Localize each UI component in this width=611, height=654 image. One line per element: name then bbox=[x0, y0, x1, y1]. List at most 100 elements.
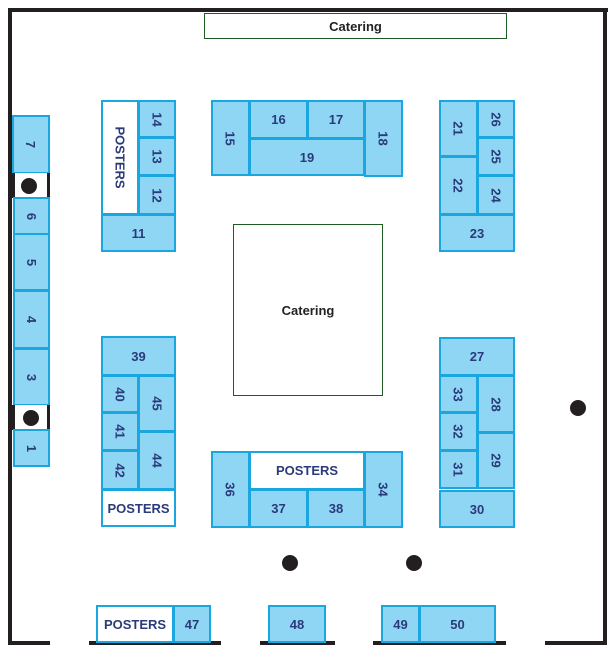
booth-label: 17 bbox=[328, 112, 344, 127]
booth-label: 38 bbox=[328, 501, 344, 516]
booth-48[interactable]: 48 bbox=[268, 605, 326, 643]
booth-42[interactable]: 42 bbox=[101, 450, 139, 490]
booth-26[interactable]: 26 bbox=[477, 100, 515, 138]
booth-label: 25 bbox=[488, 149, 504, 164]
booth-38[interactable]: 38 bbox=[307, 489, 365, 528]
booth-25[interactable]: 25 bbox=[477, 137, 515, 176]
booth-label: 4 bbox=[23, 315, 39, 324]
booth-49[interactable]: 49 bbox=[381, 605, 420, 643]
booth-label: 16 bbox=[271, 112, 286, 127]
booth-label: 14 bbox=[149, 111, 165, 127]
booth-37[interactable]: 37 bbox=[249, 489, 308, 528]
pillar-icon bbox=[21, 178, 37, 194]
booth-label: 47 bbox=[184, 616, 200, 632]
booth-label: 22 bbox=[451, 178, 466, 193]
booth-24[interactable]: 24 bbox=[477, 175, 515, 215]
booth-label: 49 bbox=[393, 616, 408, 632]
wall-bottom-segment bbox=[373, 641, 506, 645]
booth-18[interactable]: 18 bbox=[364, 100, 403, 177]
wall-top bbox=[8, 8, 608, 12]
wall-right bbox=[603, 8, 607, 645]
posters-area: POSTERS bbox=[101, 489, 176, 527]
wall-left bbox=[8, 8, 12, 645]
booth-15[interactable]: 15 bbox=[211, 100, 250, 176]
booth-7[interactable]: 7 bbox=[12, 115, 50, 174]
booth-label: 40 bbox=[112, 386, 128, 402]
booth-39[interactable]: 39 bbox=[101, 336, 176, 376]
booth-label: 39 bbox=[131, 348, 146, 364]
wall-bottom-segment bbox=[89, 641, 221, 645]
booth-label: 28 bbox=[488, 396, 504, 412]
booth-label: 24 bbox=[488, 187, 504, 203]
booth-17[interactable]: 17 bbox=[307, 100, 365, 139]
booth-label: 48 bbox=[289, 616, 305, 632]
booth-label: 33 bbox=[451, 386, 466, 402]
booth-label: 31 bbox=[451, 462, 466, 477]
booth-28[interactable]: 28 bbox=[477, 375, 515, 433]
booth-30[interactable]: 30 bbox=[439, 490, 515, 528]
booth-23[interactable]: 23 bbox=[439, 214, 515, 252]
booth-label: 44 bbox=[149, 453, 165, 468]
booth-27[interactable]: 27 bbox=[439, 337, 515, 376]
booth-label: 12 bbox=[149, 187, 165, 203]
booth-label: 30 bbox=[469, 501, 485, 517]
booth-label: 26 bbox=[488, 111, 504, 127]
booth-label: 13 bbox=[149, 149, 165, 164]
booth-31[interactable]: 31 bbox=[439, 450, 478, 489]
posters-label: POSTERS bbox=[107, 500, 170, 516]
booth-29[interactable]: 29 bbox=[477, 432, 515, 489]
booth-16[interactable]: 16 bbox=[249, 100, 308, 139]
booth-label: 41 bbox=[112, 424, 128, 439]
booth-label: 3 bbox=[23, 373, 39, 381]
booth-5[interactable]: 5 bbox=[13, 233, 50, 291]
booth-4[interactable]: 4 bbox=[13, 290, 50, 349]
posters-area: POSTERS bbox=[96, 605, 174, 643]
posters-label: POSTERS bbox=[275, 463, 339, 478]
posters-area: POSTERS bbox=[101, 100, 139, 215]
booth-label: 34 bbox=[376, 482, 391, 497]
booth-1[interactable]: 1 bbox=[13, 429, 50, 467]
booth-22[interactable]: 22 bbox=[439, 156, 478, 215]
booth-47[interactable]: 47 bbox=[173, 605, 211, 643]
booth-label: 6 bbox=[23, 212, 39, 220]
booth-label: 50 bbox=[450, 616, 465, 632]
booth-label: 29 bbox=[488, 453, 504, 468]
booth-label: 45 bbox=[149, 396, 165, 411]
booth-label: 18 bbox=[376, 131, 391, 146]
booth-label: 23 bbox=[469, 225, 485, 241]
booth-label: 42 bbox=[112, 462, 128, 478]
posters-label: POSTERS bbox=[103, 616, 167, 632]
posters-label: POSTERS bbox=[112, 126, 128, 189]
posters-area: POSTERS bbox=[249, 451, 365, 490]
booth-label: 21 bbox=[451, 121, 466, 136]
booth-6[interactable]: 6 bbox=[13, 197, 50, 235]
booth-label: 1 bbox=[23, 444, 39, 452]
booth-44[interactable]: 44 bbox=[138, 431, 176, 490]
booth-label: 37 bbox=[271, 501, 286, 516]
booth-32[interactable]: 32 bbox=[439, 412, 478, 451]
booth-34[interactable]: 34 bbox=[364, 451, 403, 528]
booth-19[interactable]: 19 bbox=[249, 138, 365, 176]
booth-13[interactable]: 13 bbox=[138, 137, 176, 176]
booth-label: 7 bbox=[23, 140, 39, 149]
catering-center-label: Catering bbox=[281, 302, 335, 318]
pillar-icon bbox=[23, 410, 39, 426]
booth-label: 11 bbox=[131, 225, 146, 241]
pillar-icon bbox=[282, 555, 298, 571]
pillar-icon bbox=[406, 555, 422, 571]
booth-41[interactable]: 41 bbox=[101, 412, 139, 451]
booth-50[interactable]: 50 bbox=[419, 605, 496, 643]
booth-3[interactable]: 3 bbox=[13, 348, 50, 406]
wall-bottom-segment bbox=[260, 641, 335, 645]
booth-14[interactable]: 14 bbox=[138, 100, 176, 138]
booth-21[interactable]: 21 bbox=[439, 100, 478, 157]
booth-11[interactable]: 11 bbox=[101, 214, 176, 252]
booth-36[interactable]: 36 bbox=[211, 451, 250, 528]
booth-label: 15 bbox=[223, 130, 238, 146]
booth-12[interactable]: 12 bbox=[138, 175, 176, 215]
booth-45[interactable]: 45 bbox=[138, 375, 176, 432]
booth-40[interactable]: 40 bbox=[101, 375, 139, 413]
booth-33[interactable]: 33 bbox=[439, 375, 478, 413]
booth-label: 27 bbox=[469, 349, 485, 364]
pillar-icon bbox=[570, 400, 586, 416]
